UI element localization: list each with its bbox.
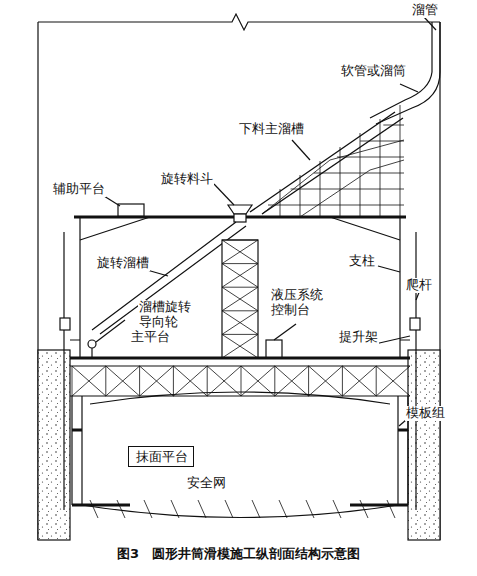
formwork-label: 模板组 [405, 406, 446, 421]
rod-label: 爬杆 [405, 278, 433, 293]
frame-label: 提升架 [338, 330, 379, 345]
hopper-label: 旋转料斗 [160, 172, 214, 187]
platform-label: 辅助平台 [52, 182, 106, 197]
wheel-label: 溜槽旋转 导向轮 [138, 300, 197, 330]
net-label: 安全网 [186, 476, 227, 491]
figure-caption: 图3 圆形井筒滑模施工纵剖面结构示意图 [0, 545, 477, 563]
post-label: 支柱 [348, 254, 376, 269]
hose-label: 软管或溜筒 [340, 64, 407, 79]
platform-label: 主平台 [130, 330, 171, 345]
box-text: 抹面平台 [136, 450, 186, 465]
platform-box: 抹面平台 [128, 446, 194, 467]
chute-label: 下料主溜槽 [238, 122, 305, 137]
console-label: 液压系统 控制台 [270, 288, 329, 318]
pipe-label: 溜管 [411, 3, 439, 18]
chute-label: 旋转溜槽 [96, 256, 150, 271]
